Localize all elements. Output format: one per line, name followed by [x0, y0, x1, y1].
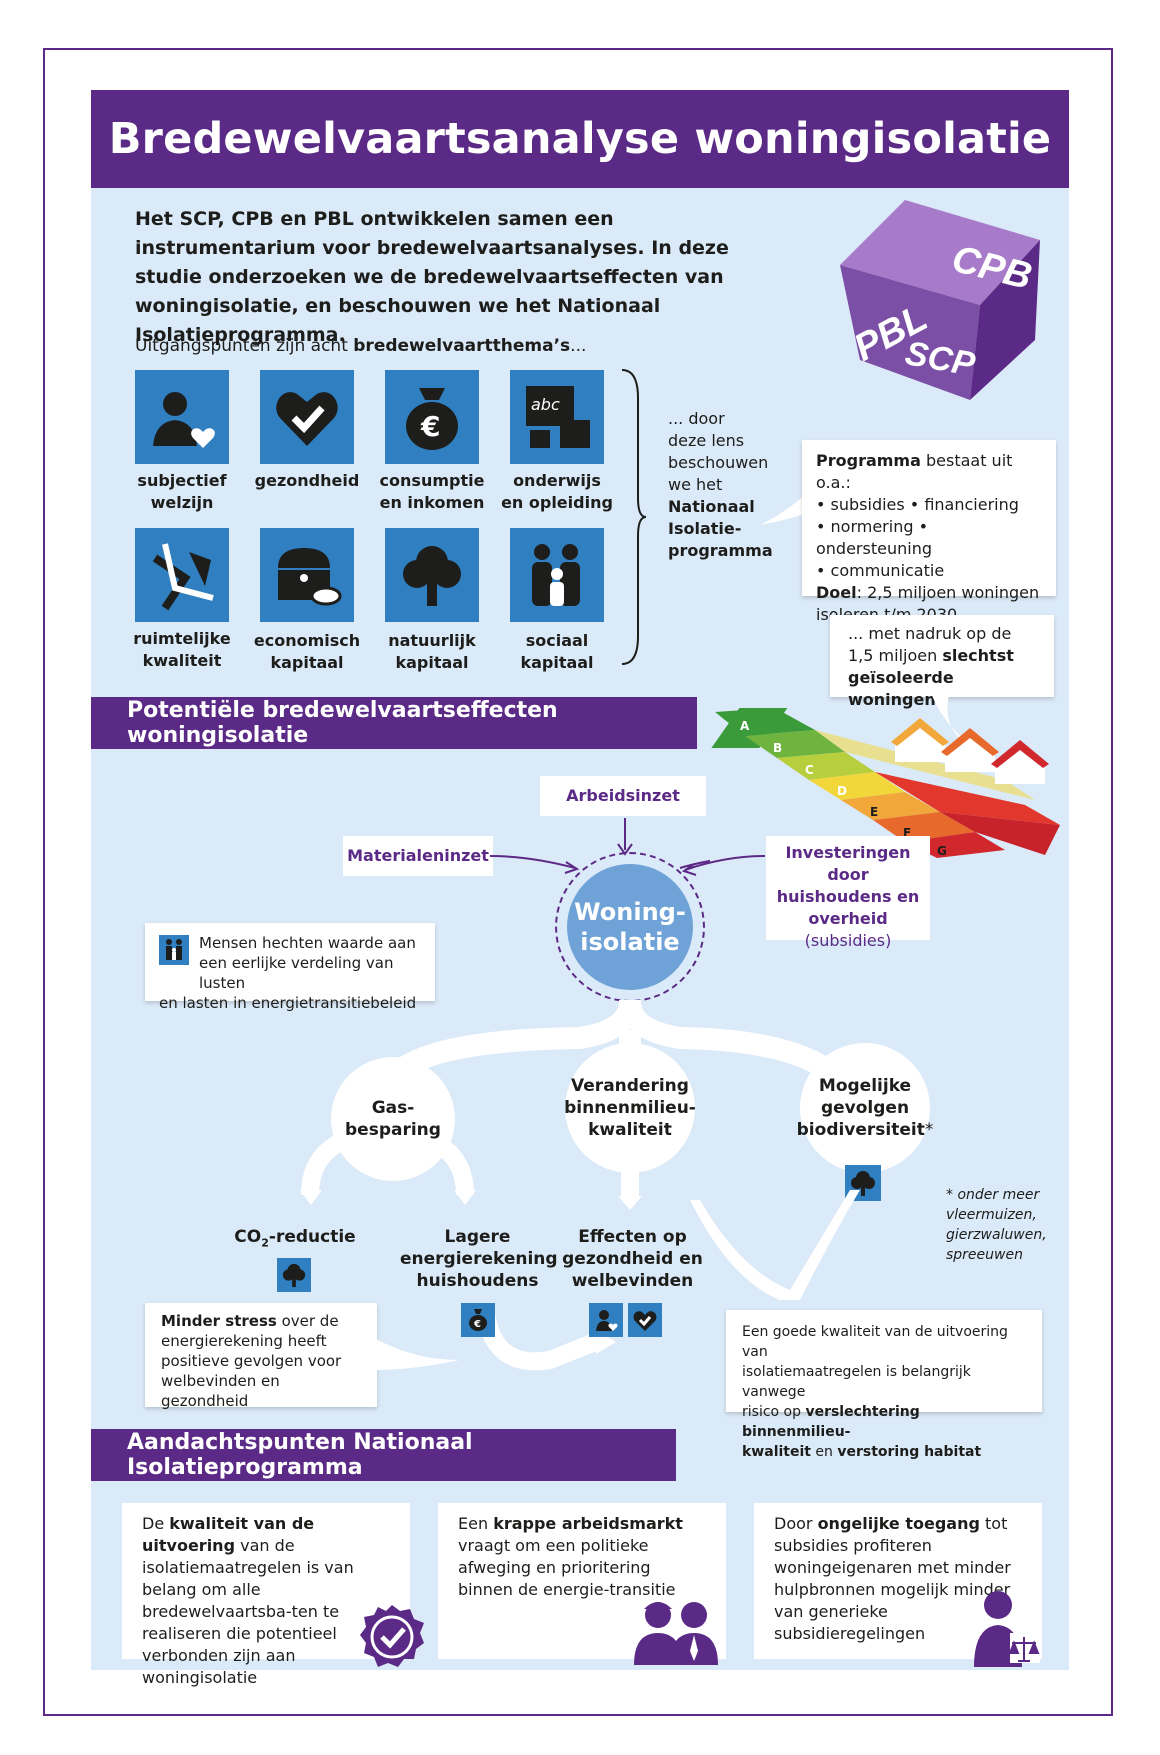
bio-footnote: * onder meer vleermuizen, gierzwaluwen, … — [946, 1187, 1047, 1263]
person-heart-icon — [135, 370, 229, 464]
card-arbeidsmarkt: Een krappe arbeidsmarkt vraagt om een po… — [438, 1503, 726, 1665]
tree-icon — [385, 528, 479, 622]
tree-icon — [845, 1165, 881, 1201]
cube-logo: CPB PBL SCP — [840, 200, 1040, 400]
svg-text:D: D — [837, 784, 847, 798]
svg-text:€: € — [473, 1319, 481, 1330]
page-title: Bredewelvaartsanalyse woningisolatie — [91, 90, 1069, 188]
svg-text:C: C — [805, 763, 814, 777]
tree-icon — [277, 1258, 311, 1292]
family-icon — [159, 935, 189, 965]
stress-box: Minder stress over de energierekening he… — [145, 1303, 377, 1410]
svg-text:abc: abc — [531, 395, 560, 414]
card-ongelijke-toegang: Door ongelijke toegang tot subsidies pro… — [754, 1503, 1042, 1667]
card-kwaliteit: De kwaliteit van de uitvoering van de is… — [122, 1503, 424, 1687]
input-investeringen: Investeringen door huishoudens en overhe… — [766, 836, 930, 950]
themes-intro: Uitgangspunten zijn acht bredewelvaartth… — [135, 336, 587, 356]
fairness-note: Mensen hechten waarde aan een eerlijke v… — [145, 923, 435, 1012]
input-materialeninzet: Materialeninzet — [343, 836, 493, 876]
energy-label-strip: A B C D E F G — [711, 708, 1060, 858]
quality-pointer — [690, 1190, 860, 1300]
heart-check-icon — [260, 370, 354, 464]
gasbesparing-circle: Gas-besparing — [331, 1057, 455, 1181]
brace — [621, 369, 647, 665]
intro-text: Het SCP, CPB en PBL ontwikkelen samen ee… — [135, 208, 729, 346]
programma-box: Programma bestaat uit o.a.: • subsidies … — [802, 440, 1056, 624]
person-scales-icon — [974, 1591, 1040, 1667]
theme-label: gezondheid — [254, 471, 360, 490]
svg-text:B: B — [773, 741, 782, 755]
family-icon — [510, 528, 604, 622]
workers-icon — [634, 1602, 718, 1665]
quality-box: Een goede kwaliteit van de uitvoering va… — [726, 1310, 1042, 1460]
map-roads-icon — [135, 528, 229, 622]
heart-check-icon — [628, 1303, 662, 1337]
section-effects-title: Potentiële bredewelvaartseffecten woning… — [91, 697, 697, 749]
woningisolatie-circle: Woning-isolatie — [567, 864, 693, 990]
treasure-chest-icon — [260, 528, 354, 622]
page-frame — [43, 48, 1113, 1716]
input-arbeidsinzet: Arbeidsinzet — [540, 776, 706, 816]
svg-text:A: A — [740, 719, 750, 733]
nadruk-box: ... met nadruk op de 1,5 miljoen slechts… — [830, 615, 1054, 709]
section-aandachtspunten-title: Aandachtspunten Nationaal Isolatieprogra… — [91, 1429, 676, 1481]
svg-text:F: F — [903, 826, 911, 840]
quality-seal-icon — [360, 1605, 424, 1667]
money-bag-icon: € — [461, 1303, 495, 1337]
money-bag-icon: € — [385, 370, 479, 464]
blackboard-puzzle-icon: abc — [510, 370, 604, 464]
house-icons — [891, 718, 1049, 784]
lens-text: ... door deze lens beschouwen we het Nat… — [668, 409, 773, 560]
cube-top-face — [840, 200, 1040, 305]
person-heart-icon — [589, 1303, 623, 1337]
cube-right-face — [970, 240, 1040, 400]
svg-text:€: € — [420, 410, 440, 443]
stress-pointer — [374, 1338, 459, 1370]
programma-pointer — [760, 490, 815, 525]
co2-reductie: CO2-reductie — [234, 1227, 356, 1250]
investment-arrow — [681, 855, 766, 876]
nadruk-pointer — [930, 690, 970, 745]
cube-left-face — [840, 265, 980, 400]
svg-text:G: G — [937, 844, 947, 858]
svg-text:E: E — [870, 805, 878, 819]
